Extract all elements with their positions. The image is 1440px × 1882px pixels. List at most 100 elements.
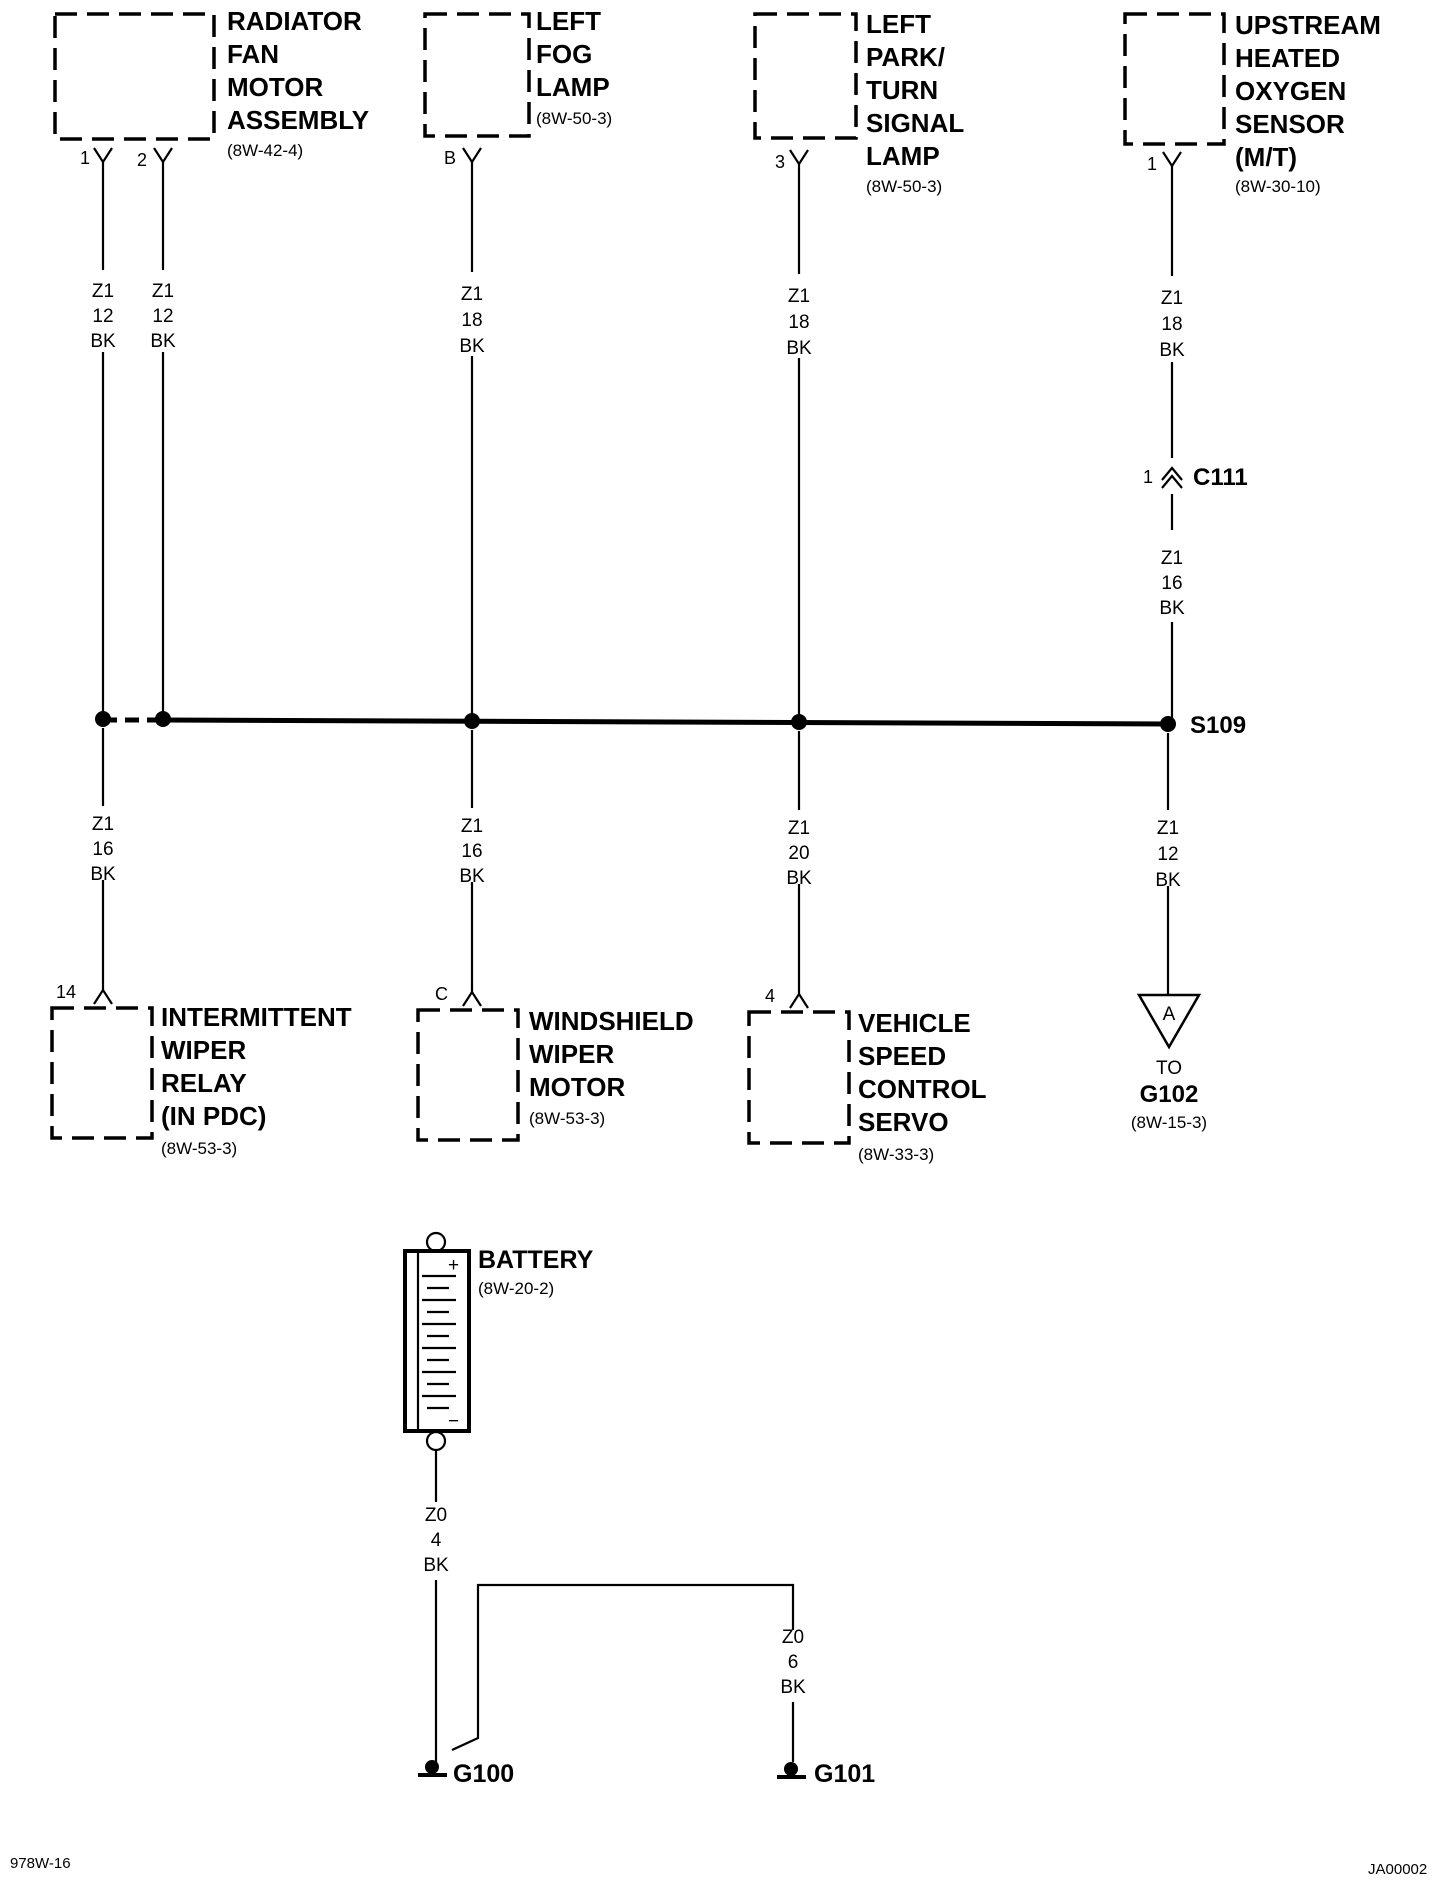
pin-2-terminal xyxy=(153,147,173,165)
oxygen-sensor-box xyxy=(1123,12,1226,146)
ground-g100: G100 xyxy=(418,1760,514,1788)
splice-dot xyxy=(791,714,807,730)
c111-label: C111 xyxy=(1193,464,1248,491)
left-fog-terminal xyxy=(462,147,482,165)
pin-1-terminal xyxy=(93,147,113,165)
ground-g101: G101 xyxy=(777,1760,875,1788)
radiator-fan-box xyxy=(53,12,216,141)
splice-dot xyxy=(95,711,111,727)
relay-pin: 14 xyxy=(56,982,76,1002)
battery-plus: + xyxy=(448,1255,459,1276)
left-fog-box xyxy=(423,12,531,138)
splice-dot xyxy=(464,713,480,729)
servo-pin: 4 xyxy=(765,986,775,1006)
relay-ref: (8W-53-3) xyxy=(161,1139,237,1158)
oxygen-sensor-terminal xyxy=(1162,151,1182,169)
g100-label: G100 xyxy=(453,1760,514,1788)
battery-body xyxy=(403,1249,471,1433)
left-park-ref: (8W-50-3) xyxy=(866,177,942,196)
radiator-fan-pin-2: 2 xyxy=(137,150,147,170)
battery: + − BATTERY (8W-20-2) xyxy=(403,1231,594,1452)
splice-dot xyxy=(155,711,171,727)
relay-terminal xyxy=(93,987,113,1005)
battery-label: BATTERY xyxy=(478,1246,594,1274)
splice-dot xyxy=(1160,716,1176,732)
radiator-fan-ref: (8W-42-4) xyxy=(227,141,303,160)
ground-icon xyxy=(784,1762,798,1776)
oxygen-sensor-ref: (8W-30-10) xyxy=(1235,177,1321,196)
footer-right: JA00002 xyxy=(1368,1861,1427,1878)
connector-c111: 1 C111 xyxy=(1143,464,1248,491)
offpage-letter: A xyxy=(1163,1004,1176,1025)
wiper-terminal xyxy=(462,989,482,1007)
wiper-ref: (8W-53-3) xyxy=(529,1109,605,1128)
servo-terminal xyxy=(789,991,809,1009)
relay-box xyxy=(50,1006,154,1140)
offpage-to: TO xyxy=(1156,1058,1182,1079)
servo-box xyxy=(747,1010,851,1145)
offpage-ref: (8W-15-3) xyxy=(1131,1113,1207,1132)
splice-label: S109 xyxy=(1190,712,1246,739)
ground-icon xyxy=(425,1760,439,1774)
offpage-name: G102 xyxy=(1140,1081,1199,1108)
c111-pin: 1 xyxy=(1143,467,1153,487)
servo-ref: (8W-33-3) xyxy=(858,1145,934,1164)
left-park-box xyxy=(753,12,858,140)
left-fog-ref: (8W-50-3) xyxy=(536,109,612,128)
footer-left: 978W-16 xyxy=(10,1855,71,1872)
left-park-pin: 3 xyxy=(775,152,785,172)
offpage-connector-a: A TO G102 (8W-15-3) xyxy=(1131,993,1207,1132)
splice-bus: S109 xyxy=(95,711,1246,739)
offpage-triangle xyxy=(1136,993,1202,1050)
g101-wire xyxy=(451,1583,795,1751)
wiper-box xyxy=(416,1008,520,1142)
battery-ref: (8W-20-2) xyxy=(478,1279,554,1298)
left-park-terminal xyxy=(789,149,809,167)
left-fog-pin: B xyxy=(444,148,456,168)
radiator-fan-pin-1: 1 xyxy=(80,148,90,168)
wiper-pin: C xyxy=(435,984,448,1004)
g101-label: G101 xyxy=(814,1760,875,1788)
oxygen-sensor-pin: 1 xyxy=(1147,154,1157,174)
battery-minus: − xyxy=(448,1411,459,1432)
